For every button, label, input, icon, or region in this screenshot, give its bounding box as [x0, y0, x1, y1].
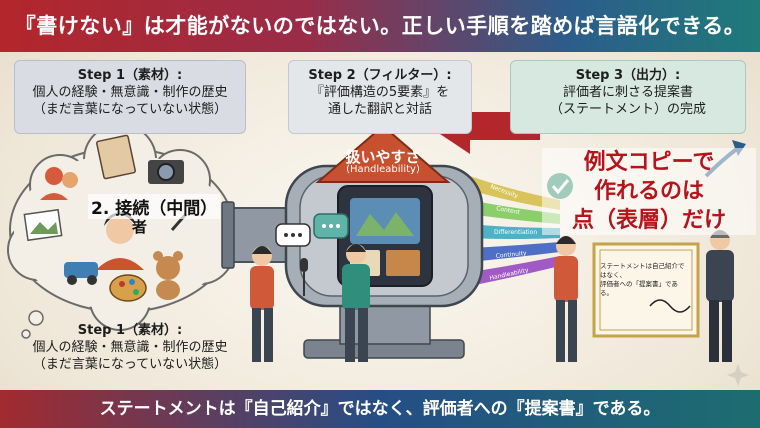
step1-top-box: Step 1（素材）: 個人の経験・無意識・制作の歴史 （まだ言葉になっていない…: [14, 60, 246, 134]
certificate-text-line2: 評価者への「提案書」である。: [600, 280, 678, 297]
sparkle-icon: [727, 364, 749, 386]
person-speaking-figure: [250, 246, 274, 362]
connect-label: 2. 接続（中間）: [88, 194, 221, 219]
input-pipe: [221, 201, 289, 269]
warning-line2: 作れるのは: [542, 177, 756, 206]
step1-bottom-line2: （まだ言葉になっていない状態）: [32, 357, 228, 372]
teddy-bear-icon: [153, 251, 183, 300]
handleability-sublabel: (Handleability): [346, 164, 420, 175]
photo-icon: [23, 208, 63, 242]
warning-line1: 例文コピーで: [542, 148, 756, 177]
filter-bands: [470, 176, 560, 286]
step1-top-title: Step 1（素材）:: [77, 68, 183, 83]
band-label: Differentiation: [494, 229, 537, 236]
toy-car-icon: [64, 262, 98, 285]
certificate-document: [592, 242, 700, 338]
step1-bottom-title: Step 1（素材）:: [77, 323, 183, 338]
step3-line1: 評価者に刺さる提案書: [562, 85, 693, 100]
camera-icon: [148, 160, 184, 184]
step1-bottom-caption: Step 1（素材）: 個人の経験・無意識・制作の歴史 （まだ言葉になっていない…: [14, 322, 246, 373]
person-reviewer-figure: [706, 230, 734, 362]
footer-banner: ステートメントは『自己紹介』ではなく、評価者への『提案書』である。: [0, 390, 760, 428]
person-presenting-figure: [554, 236, 578, 362]
speech-bubble-icon: [275, 213, 349, 247]
step1-top-line2: （まだ言葉になっていない状態）: [32, 102, 228, 117]
step2-line1: 『評価構造の5要素』を: [310, 85, 450, 100]
header-banner: 『書けない』は才能がないのではない。正しい手順を踏めば言語化できる。: [0, 0, 760, 52]
warning-line3: 点（表層）だけ: [542, 206, 756, 235]
step3-box: Step 3（出力）: 評価者に刺さる提案書 （ステートメント）の完成: [510, 60, 746, 134]
filter-machine: [284, 164, 484, 359]
microphone-icon: [300, 258, 308, 296]
notebook-icon: [96, 134, 136, 180]
band-label: Content: [496, 205, 521, 216]
step3-line2: （ステートメント）の完成: [549, 102, 706, 117]
person-guide-figure: [342, 244, 370, 362]
step2-line2: 通した翻訳と対話: [327, 102, 432, 117]
step3-title: Step 3（出力）:: [575, 68, 681, 83]
band-label: Continuity: [495, 250, 527, 260]
step2-box: Step 2（フィルター）: 『評価構造の5要素』を 通した翻訳と対話: [288, 60, 472, 134]
copy-warning-text: 例文コピーで 作れるのは 点（表層）だけ: [542, 148, 756, 235]
certificate-text: ステートメントは自己紹介ではなく、 評価者への「提案書」である。: [600, 262, 690, 298]
handleability-label: 扱いやすさ: [345, 148, 421, 166]
step1-top-line1: 個人の経験・無意識・制作の歴史: [32, 85, 228, 100]
step2-title: Step 2（フィルター）:: [308, 68, 452, 83]
handleability-badge: [315, 124, 451, 183]
people-icon: [40, 167, 78, 200]
step1-bottom-line1: 個人の経験・無意識・制作の歴史: [32, 340, 228, 355]
certificate-text-line1: ステートメントは自己紹介ではなく、: [600, 262, 685, 279]
connect-sublabel: 者: [132, 218, 148, 236]
palette-icon: [109, 274, 147, 302]
